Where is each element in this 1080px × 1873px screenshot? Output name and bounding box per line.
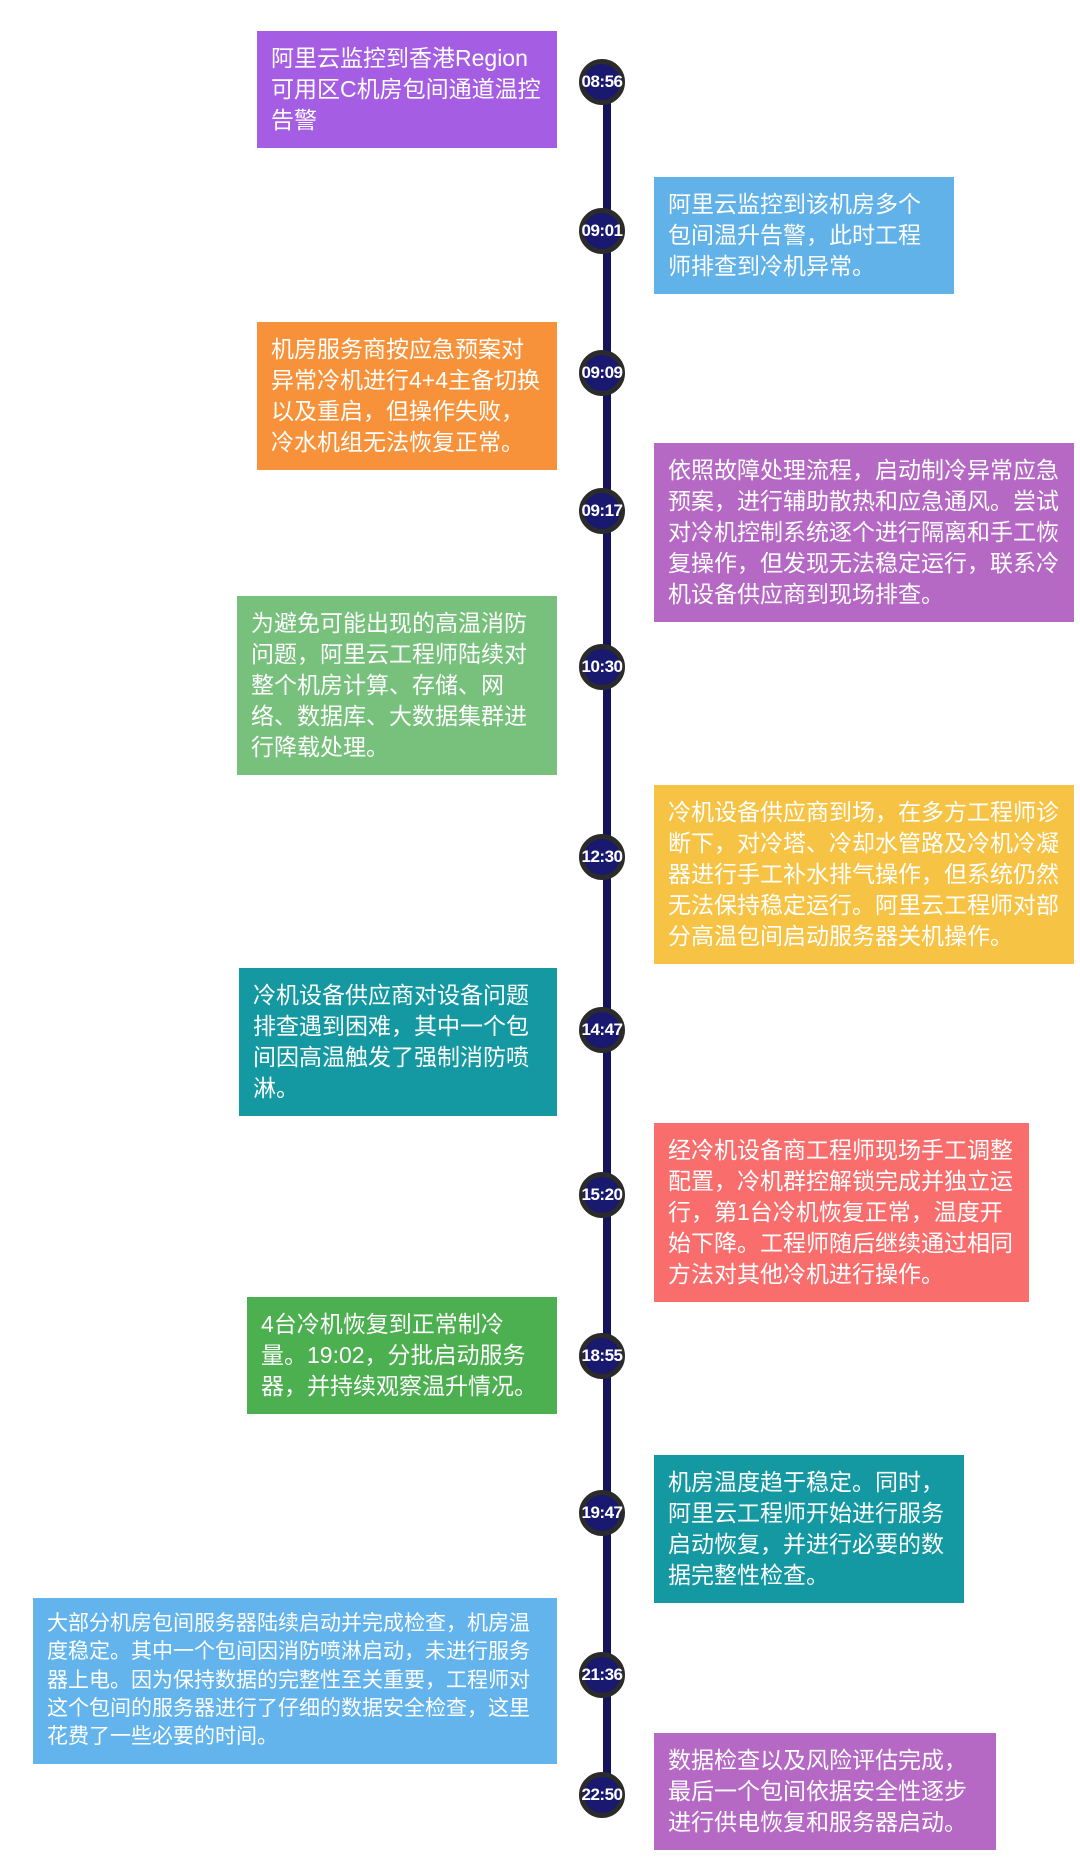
timeline-node-1947: 19:47 bbox=[579, 1490, 625, 1536]
timeline-node-1230: 12:30 bbox=[579, 834, 625, 880]
event-box-0901: 阿里云监控到该机房多个包间温升告警，此时工程师排查到冷机异常。 bbox=[654, 177, 954, 295]
timeline-node-1030: 10:30 bbox=[579, 644, 625, 690]
timeline-node-0909: 09:09 bbox=[579, 350, 625, 396]
timeline-node-2250: 22:50 bbox=[579, 1772, 625, 1818]
event-box-0856: 阿里云监控到香港Region可用区C机房包间通道温控告警 bbox=[257, 31, 557, 149]
event-box-2136: 大部分机房包间服务器陆续启动并完成检查，机房温度稳定。其中一个包间因消防喷淋启动… bbox=[33, 1598, 557, 1764]
event-box-1030: 为避免可能出现的高温消防问题，阿里云工程师陆续对整个机房计算、存储、网络、数据库… bbox=[237, 596, 557, 776]
timeline-node-1447: 14:47 bbox=[579, 1007, 625, 1053]
timeline-node-1855: 18:55 bbox=[579, 1333, 625, 1379]
event-box-1855: 4台冷机恢复到正常制冷量。19:02，分批启动服务器，并持续观察温升情况。 bbox=[247, 1297, 557, 1415]
timeline-node-1520: 15:20 bbox=[579, 1172, 625, 1218]
timeline-node-0917: 09:17 bbox=[579, 488, 625, 534]
event-box-0909: 机房服务商按应急预案对异常冷机进行4+4主备切换以及重启，但操作失败，冷水机组无… bbox=[257, 322, 557, 471]
event-box-1520: 经冷机设备商工程师现场手工调整配置，冷机群控解锁完成并独立运行，第1台冷机恢复正… bbox=[654, 1123, 1029, 1303]
timeline-node-2136: 21:36 bbox=[579, 1652, 625, 1698]
event-box-1447: 冷机设备供应商对设备问题排查遇到困难，其中一个包间因高温触发了强制消防喷淋。 bbox=[239, 968, 557, 1117]
timeline-node-0901: 09:01 bbox=[579, 208, 625, 254]
event-box-1230: 冷机设备供应商到场，在多方工程师诊断下，对冷塔、冷却水管路及冷机冷凝器进行手工补… bbox=[654, 785, 1074, 965]
event-box-2250: 数据检查以及风险评估完成，最后一个包间依据安全性逐步进行供电恢复和服务器启动。 bbox=[654, 1733, 996, 1851]
event-box-0917: 依照故障处理流程，启动制冷异常应急预案，进行辅助散热和应急通风。尝试对冷机控制系… bbox=[654, 443, 1074, 623]
timeline-spine bbox=[603, 87, 611, 1800]
event-box-1947: 机房温度趋于稳定。同时，阿里云工程师开始进行服务启动恢复，并进行必要的数据完整性… bbox=[654, 1455, 964, 1604]
timeline-node-0856: 08:56 bbox=[579, 59, 625, 105]
